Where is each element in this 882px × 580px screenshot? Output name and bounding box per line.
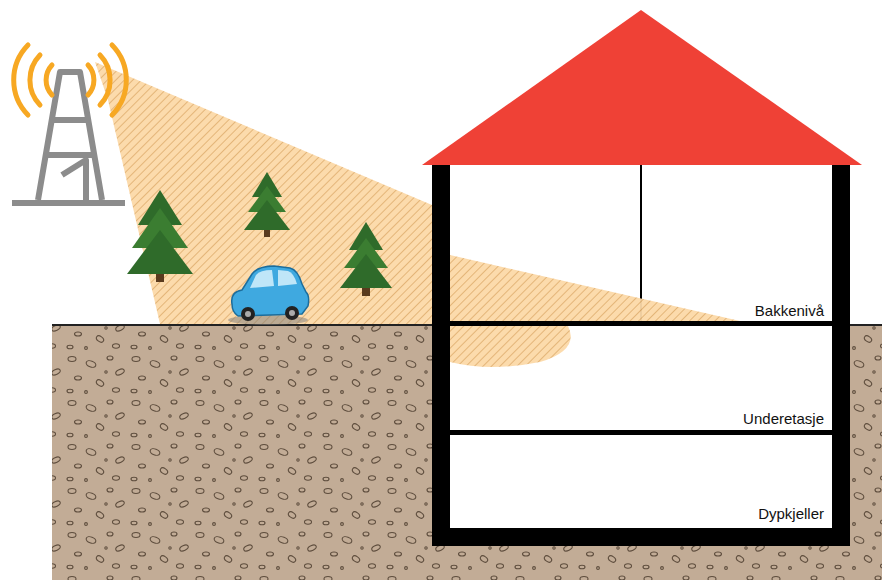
deep-basement-room [450, 435, 832, 528]
tree [127, 190, 193, 282]
ground-line [848, 324, 882, 326]
signal-beam-basement [450, 326, 571, 367]
basement-room [450, 326, 832, 430]
floor-label: Bakkenivå [755, 303, 824, 320]
signal-beam [95, 62, 432, 324]
floor-label: Underetasje [743, 411, 824, 428]
tree [244, 172, 290, 237]
house-walls [432, 165, 850, 546]
roof [422, 10, 862, 165]
radio-waves [14, 45, 127, 115]
tree [340, 222, 392, 296]
car [228, 266, 309, 325]
floor-label: Dypkjeller [758, 506, 824, 523]
signal-beam-indoor [450, 255, 740, 321]
interior-wall [640, 165, 642, 321]
ground-floor-room [450, 165, 832, 321]
ground-line [52, 324, 434, 326]
